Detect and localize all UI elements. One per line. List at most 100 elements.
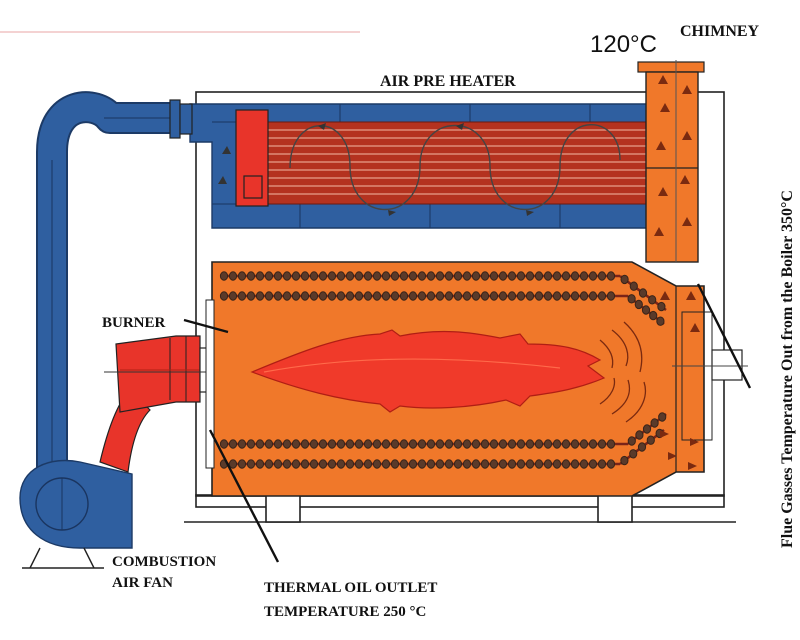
coil-turn (219, 271, 229, 281)
coil-turn (570, 271, 580, 281)
coil-turn (543, 439, 553, 449)
coil-turn (552, 291, 562, 301)
coil-turn (516, 271, 526, 281)
coil-turn (561, 291, 571, 301)
coil-turn (579, 439, 589, 449)
coil-turn (372, 291, 382, 301)
coil-turn (561, 271, 571, 281)
coil-turn (656, 316, 665, 326)
coil-turn (435, 439, 445, 449)
coil-turn (426, 439, 436, 449)
coil-turn (646, 435, 655, 445)
coil-turn (390, 271, 400, 281)
coil-turn (588, 271, 598, 281)
coil-turn (658, 412, 667, 422)
coil-turn (237, 439, 247, 449)
coil-turn (561, 459, 571, 469)
coil-turn (648, 295, 657, 305)
coil-turn (435, 271, 445, 281)
coil-turn (634, 299, 643, 310)
coil-turn (399, 271, 409, 281)
coil-turn (641, 305, 651, 315)
coil-turn (480, 271, 490, 281)
coil-turn (372, 459, 382, 469)
coil-turn (363, 439, 373, 449)
coil-turn (507, 459, 517, 469)
coil-turn (426, 271, 436, 281)
coil-turn (363, 291, 373, 301)
coil-turn (264, 459, 274, 469)
coil-turn (507, 271, 517, 281)
coil-turn (273, 459, 283, 469)
thermal-oil-coil-top (219, 271, 628, 301)
coil-turn (525, 291, 535, 301)
coil-turn (534, 439, 544, 449)
coil-turn (408, 271, 418, 281)
coil-turn (635, 430, 644, 440)
coil-turn (606, 439, 616, 449)
coil-turn (309, 439, 319, 449)
coil-turn (354, 459, 364, 469)
coil-turn (498, 291, 508, 301)
coil-turn (255, 439, 265, 449)
coil-turn (372, 271, 382, 281)
coil-turn (534, 271, 544, 281)
combustion-air-duct (36, 91, 193, 520)
coil-turn (597, 271, 607, 281)
coil-turn (462, 291, 472, 301)
coil-turn (255, 291, 265, 301)
coil-turn (219, 439, 229, 449)
coil-turn (399, 291, 409, 301)
coil-turn (264, 271, 274, 281)
coil-turn (282, 271, 292, 281)
coil-turn (408, 291, 418, 301)
coil-turn (462, 271, 472, 281)
coil-turn (480, 291, 490, 301)
coil-turn (228, 439, 238, 449)
coil-turn (228, 459, 238, 469)
coil-turn (629, 449, 638, 459)
leader-lines (183, 283, 752, 563)
air-pre-heater (189, 103, 661, 229)
coil-turn (417, 291, 427, 301)
coil-turn (390, 439, 400, 449)
coil-turn (606, 291, 616, 301)
coil-turn (246, 291, 256, 301)
coil-turn (570, 459, 580, 469)
coil-turn (318, 459, 328, 469)
coil-turn (390, 291, 400, 301)
coil-turn (543, 291, 553, 301)
coil-turn (498, 459, 508, 469)
coil-turn (620, 455, 629, 466)
thermal-oil-coil-bottom (219, 439, 628, 469)
coil-turn (381, 271, 391, 281)
coil-turn (309, 271, 319, 281)
coil-turn (516, 291, 526, 301)
coil-turn (638, 288, 648, 298)
coil-turn (354, 271, 364, 281)
thermal-oil-outlet-label-line1: THERMAL OIL OUTLET (264, 580, 437, 596)
coil-turn (588, 459, 598, 469)
coil-turn (408, 439, 418, 449)
burner-label: BURNER (102, 315, 166, 331)
coil-turn (570, 439, 580, 449)
coil-turn (453, 459, 463, 469)
coil-turn (579, 291, 589, 301)
coil-turn (426, 459, 436, 469)
coil-turn (327, 439, 337, 449)
coil-turn (471, 271, 481, 281)
coil-turn (489, 291, 499, 301)
coil-turn (444, 271, 454, 281)
coil-turn (399, 459, 409, 469)
coil-turn (444, 439, 454, 449)
combustion-air-fan-label-line1: COMBUSTION (112, 554, 216, 570)
chimney (637, 60, 705, 263)
coil-turn (327, 459, 337, 469)
coil-turn (237, 291, 247, 301)
coil-turn (372, 439, 382, 449)
coil-turn (507, 291, 517, 301)
coil-turn (579, 271, 589, 281)
coil-turn (363, 271, 373, 281)
coil-turn (309, 291, 319, 301)
